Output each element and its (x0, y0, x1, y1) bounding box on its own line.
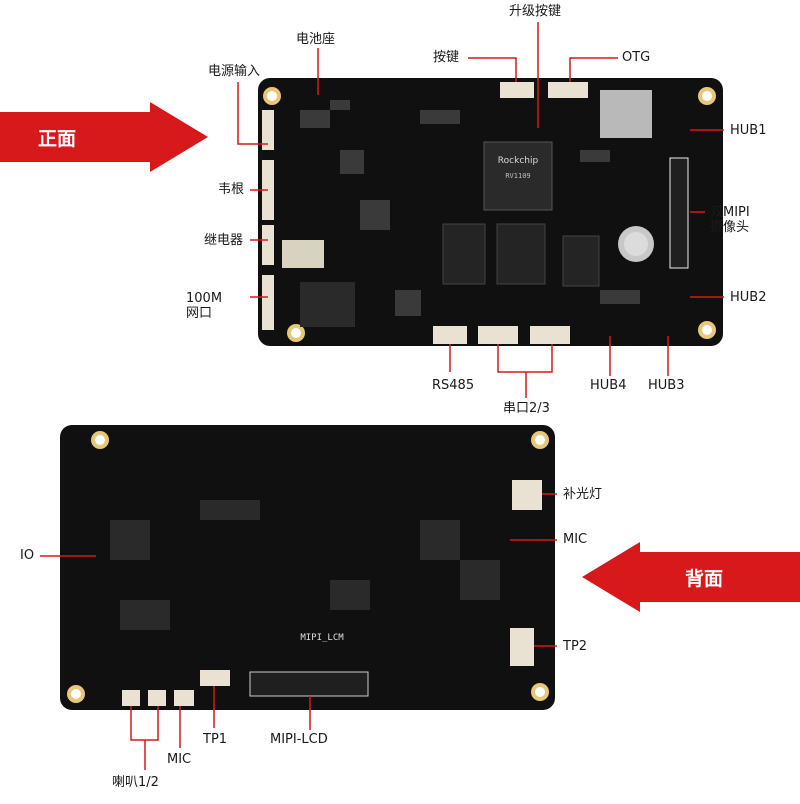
main-soc (483, 141, 553, 211)
callout-tp2: TP2 (563, 639, 588, 654)
back-arrow (582, 542, 800, 612)
serial3-connector (530, 326, 570, 344)
callout-dual-mipi: 双MIPI 摄像头 (710, 205, 750, 235)
callout-mic-right: MIC (563, 532, 588, 547)
relay-connector (262, 225, 274, 265)
callout-speaker: 喇叭1/2 (112, 775, 159, 790)
front-side-tag: 正面 (38, 128, 77, 150)
callout-ethernet-line2: 网口 (186, 306, 213, 321)
tp1-connector (200, 670, 230, 686)
ethernet-transformer (300, 282, 355, 327)
power-connector (262, 110, 274, 150)
back-side-tag: 背面 (685, 568, 724, 590)
memory-chip (442, 223, 486, 285)
callout-upgrade-button: 升级按键 (509, 4, 562, 19)
serial2-connector (478, 326, 518, 344)
callout-button: 按键 (433, 50, 460, 65)
callout-fill-light: 补光灯 (563, 487, 603, 502)
soc-model: RV1109 (505, 172, 530, 180)
callout-tp1: TP1 (203, 732, 228, 747)
speaker1-connector (122, 690, 140, 706)
callout-hub4: HUB4 (590, 378, 627, 393)
rs485-connector (433, 326, 467, 344)
otg-connector (548, 82, 588, 98)
callout-dual-mipi-line2: 摄像头 (710, 220, 750, 235)
front-arrow (0, 102, 208, 172)
button-connector (500, 82, 534, 98)
soc-logo: Rockchip (498, 156, 539, 166)
callout-otg: OTG (622, 50, 651, 65)
callout-ethernet: 100M 网口 (186, 291, 222, 321)
mipi-lcd-connector (249, 671, 369, 697)
memory-chip (562, 235, 600, 287)
memory-chip (496, 223, 546, 285)
speaker2-connector (148, 690, 166, 706)
callout-power-input: 电源输入 (208, 64, 261, 79)
wifi-module (600, 90, 652, 138)
callout-mic-bottom: MIC (167, 752, 192, 767)
callout-io: IO (20, 548, 35, 563)
mic-connector-bottom (174, 690, 194, 706)
callout-ethernet-line1: 100M (186, 291, 223, 306)
back-board: MIPI_LCM (60, 425, 555, 710)
ethernet-connector (262, 275, 274, 330)
callout-dual-mipi-line1: 双MIPI (710, 205, 750, 220)
callout-hub2: HUB2 (730, 290, 767, 305)
back-leaders (40, 493, 557, 770)
silk-mipi-lcm: MIPI_LCM (300, 633, 344, 643)
callout-serial: 串口2/3 (503, 401, 550, 416)
fill-light-connector (512, 480, 542, 510)
callout-mipi-lcd: MIPI-LCD (270, 732, 328, 747)
callout-wiegand: 韦根 (218, 182, 245, 197)
front-leaders (237, 22, 724, 398)
front-board: Rockchip RV1109 (258, 78, 723, 346)
dual-mipi-connector (669, 157, 689, 269)
callout-relay: 继电器 (204, 233, 244, 248)
tp2-connector (510, 628, 534, 666)
callout-hub1: HUB1 (730, 123, 767, 138)
relay-block (282, 240, 324, 268)
callout-rs485: RS485 (432, 378, 475, 393)
callout-hub3: HUB3 (648, 378, 685, 393)
callout-battery-holder: 电池座 (296, 32, 336, 47)
